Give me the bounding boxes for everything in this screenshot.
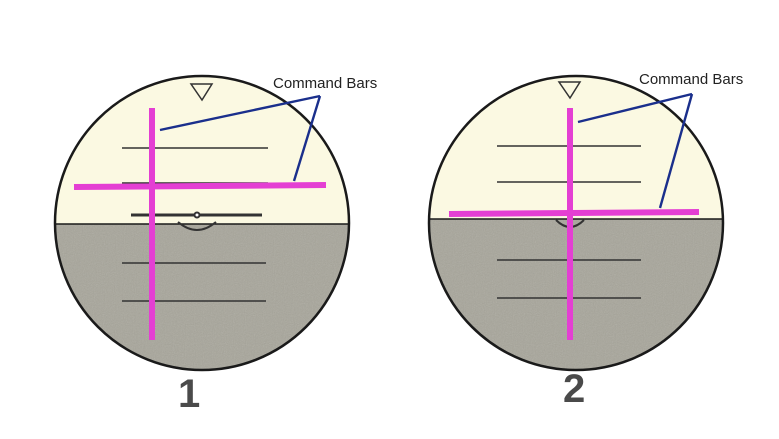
sky-pointer (189, 83, 214, 102)
instrument-2: Command Bars 2 (427, 71, 743, 411)
command-bar-horizontal (448, 209, 700, 217)
sky-area (429, 76, 723, 220)
command-bars (73, 108, 327, 340)
callout-label: Command Bars (273, 75, 377, 92)
callout-lines (577, 92, 694, 209)
command-bars (448, 108, 700, 340)
sky-pointer (557, 81, 582, 100)
instrument-number: 1 (178, 372, 200, 416)
callout-label: Command Bars (639, 71, 743, 88)
instrument-bezel (427, 74, 725, 372)
command-bar-horizontal (73, 182, 327, 190)
instrument-1: Command Bars 1 (53, 74, 377, 416)
instrument-number: 2 (563, 367, 585, 411)
callout-lines (159, 94, 322, 182)
instrument-bezel (53, 74, 351, 372)
